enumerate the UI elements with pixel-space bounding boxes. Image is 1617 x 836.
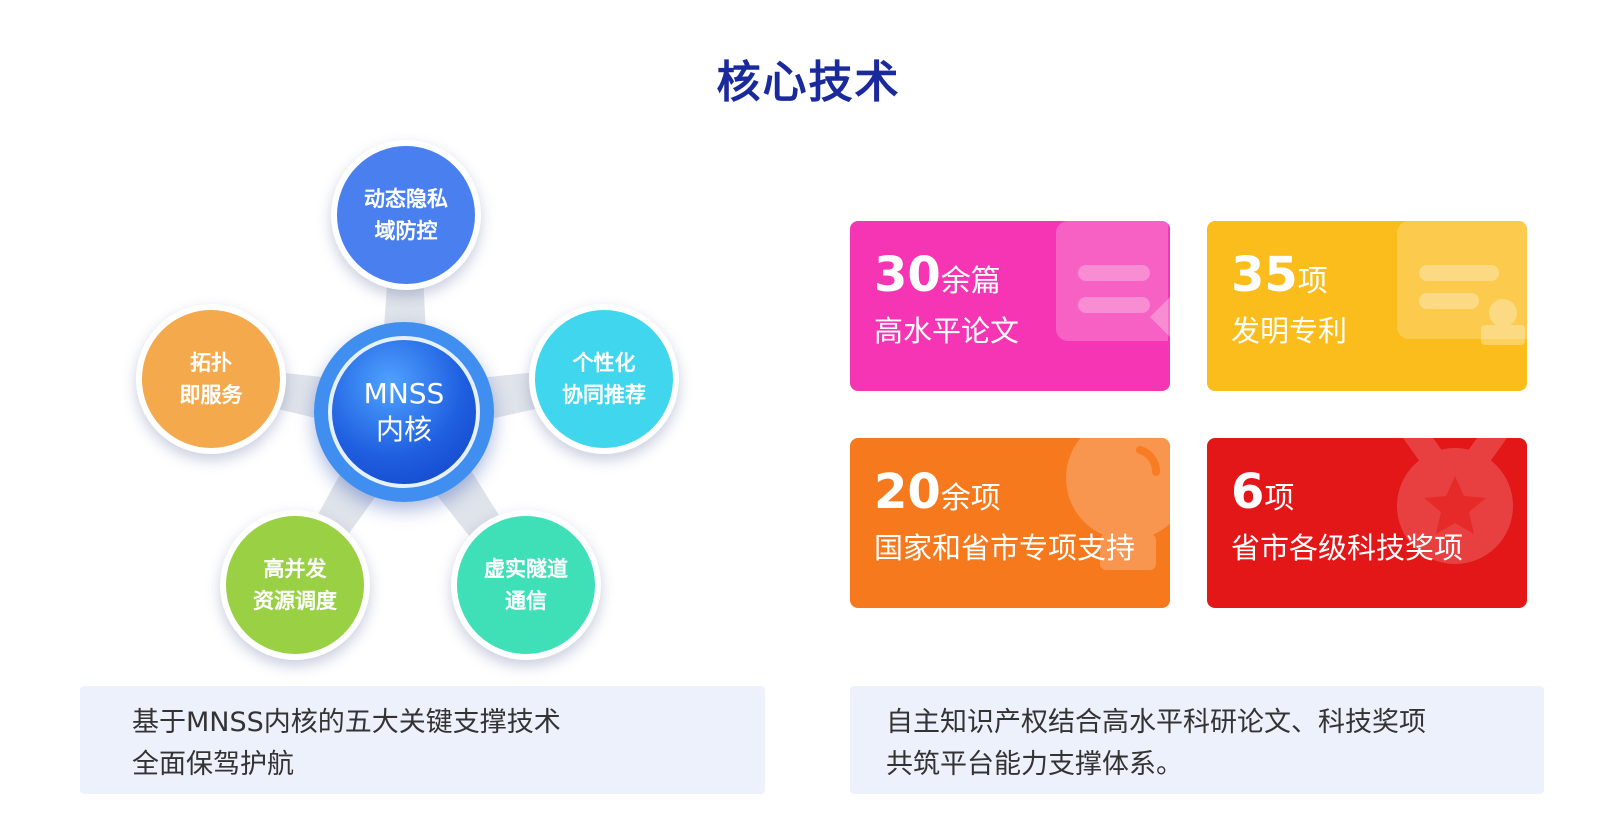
stat-number: 35 <box>1231 247 1298 303</box>
node-personalized-recommendation: 个性化 协同推荐 <box>529 304 679 454</box>
node-high-concurrency-scheduling: 高并发 资源调度 <box>220 510 370 660</box>
stat-description: 国家和省市专项支持 <box>874 531 1136 565</box>
footer-right-caption: 自主知识产权结合高水平科研论文、科技奖项 共筑平台能力支撑体系。 <box>850 686 1544 794</box>
node-virtual-real-tunnel: 虚实隧道 通信 <box>451 510 601 660</box>
node-label-line2: 协同推荐 <box>562 383 646 407</box>
stat-number: 30 <box>874 247 941 303</box>
node-label-line1: 个性化 <box>572 351 636 375</box>
stat-unit: 项 <box>1264 481 1295 516</box>
stat-unit: 余项 <box>940 481 1001 516</box>
medal-star-icon <box>1397 438 1513 564</box>
page-title: 核心技术 <box>716 57 901 108</box>
stat-card-papers: 30余篇 高水平论文 <box>850 221 1170 391</box>
core-node-mnss: MNSS 内核 <box>314 322 494 502</box>
node-label-line1: 高并发 <box>263 557 327 581</box>
stat-card-patents: 35项 发明专利 <box>1207 221 1527 391</box>
stat-unit: 项 <box>1297 264 1328 299</box>
lightbulb-icon <box>1066 438 1170 570</box>
node-label-line1: 拓扑 <box>190 351 232 375</box>
node-topology-as-service: 拓扑 即服务 <box>136 304 286 454</box>
stat-unit: 余篇 <box>940 264 1001 299</box>
certificate-stamp-icon <box>1397 221 1527 345</box>
stat-number: 20 <box>874 464 941 520</box>
stat-description: 省市各级科技奖项 <box>1231 531 1464 565</box>
caption-line2: 共筑平台能力支撑体系。 <box>886 749 1183 780</box>
caption-line1: 基于MNSS内核的五大关键支撑技术 <box>132 707 561 738</box>
stat-card-awards: 6项 省市各级科技奖项 <box>1207 438 1527 608</box>
node-label-line2: 通信 <box>505 589 547 613</box>
core-label-line1: MNSS <box>363 377 445 410</box>
caption-line1: 自主知识产权结合高水平科研论文、科技奖项 <box>886 707 1426 738</box>
stat-number: 6 <box>1231 464 1265 520</box>
caption-line2: 全面保驾护航 <box>132 749 294 780</box>
stat-description: 高水平论文 <box>874 314 1020 348</box>
node-dynamic-privacy-domain: 动态隐私 域防控 <box>331 140 481 290</box>
stat-card-projects: 20余项 国家和省市专项支持 <box>850 438 1170 608</box>
document-pen-icon <box>1056 221 1170 341</box>
node-label-line2: 资源调度 <box>253 589 337 613</box>
node-label-line2: 即服务 <box>179 383 243 407</box>
footer-left-caption: 基于MNSS内核的五大关键支撑技术 全面保驾护航 <box>80 686 765 794</box>
node-label-line1: 虚实隧道 <box>484 557 568 581</box>
node-label-line2: 域防控 <box>374 219 438 243</box>
stat-description: 发明专利 <box>1231 314 1348 348</box>
node-label-line1: 动态隐私 <box>364 187 448 211</box>
core-label-line2: 内核 <box>375 413 432 446</box>
